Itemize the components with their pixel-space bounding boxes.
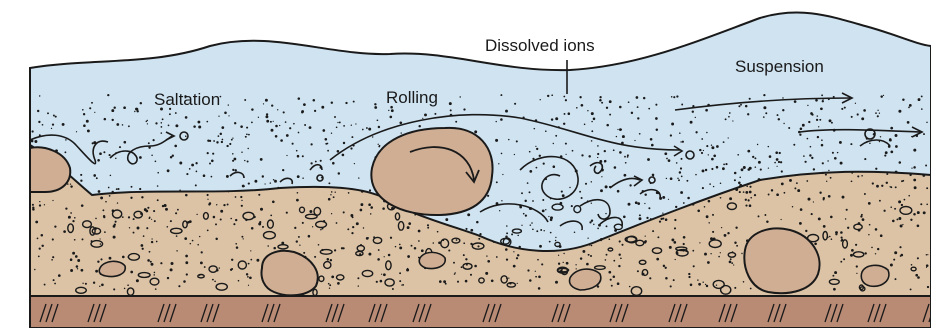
small-clast-1 <box>419 252 445 268</box>
label-suspension: Suspension <box>735 57 824 77</box>
small-clast-3 <box>861 265 889 286</box>
bedrock-layer <box>30 296 931 328</box>
label-rolling: Rolling <box>386 88 438 108</box>
small-clast-4 <box>99 261 125 276</box>
label-saltation: Saltation <box>154 90 220 110</box>
label-dissolved-ions: Dissolved ions <box>485 36 595 56</box>
